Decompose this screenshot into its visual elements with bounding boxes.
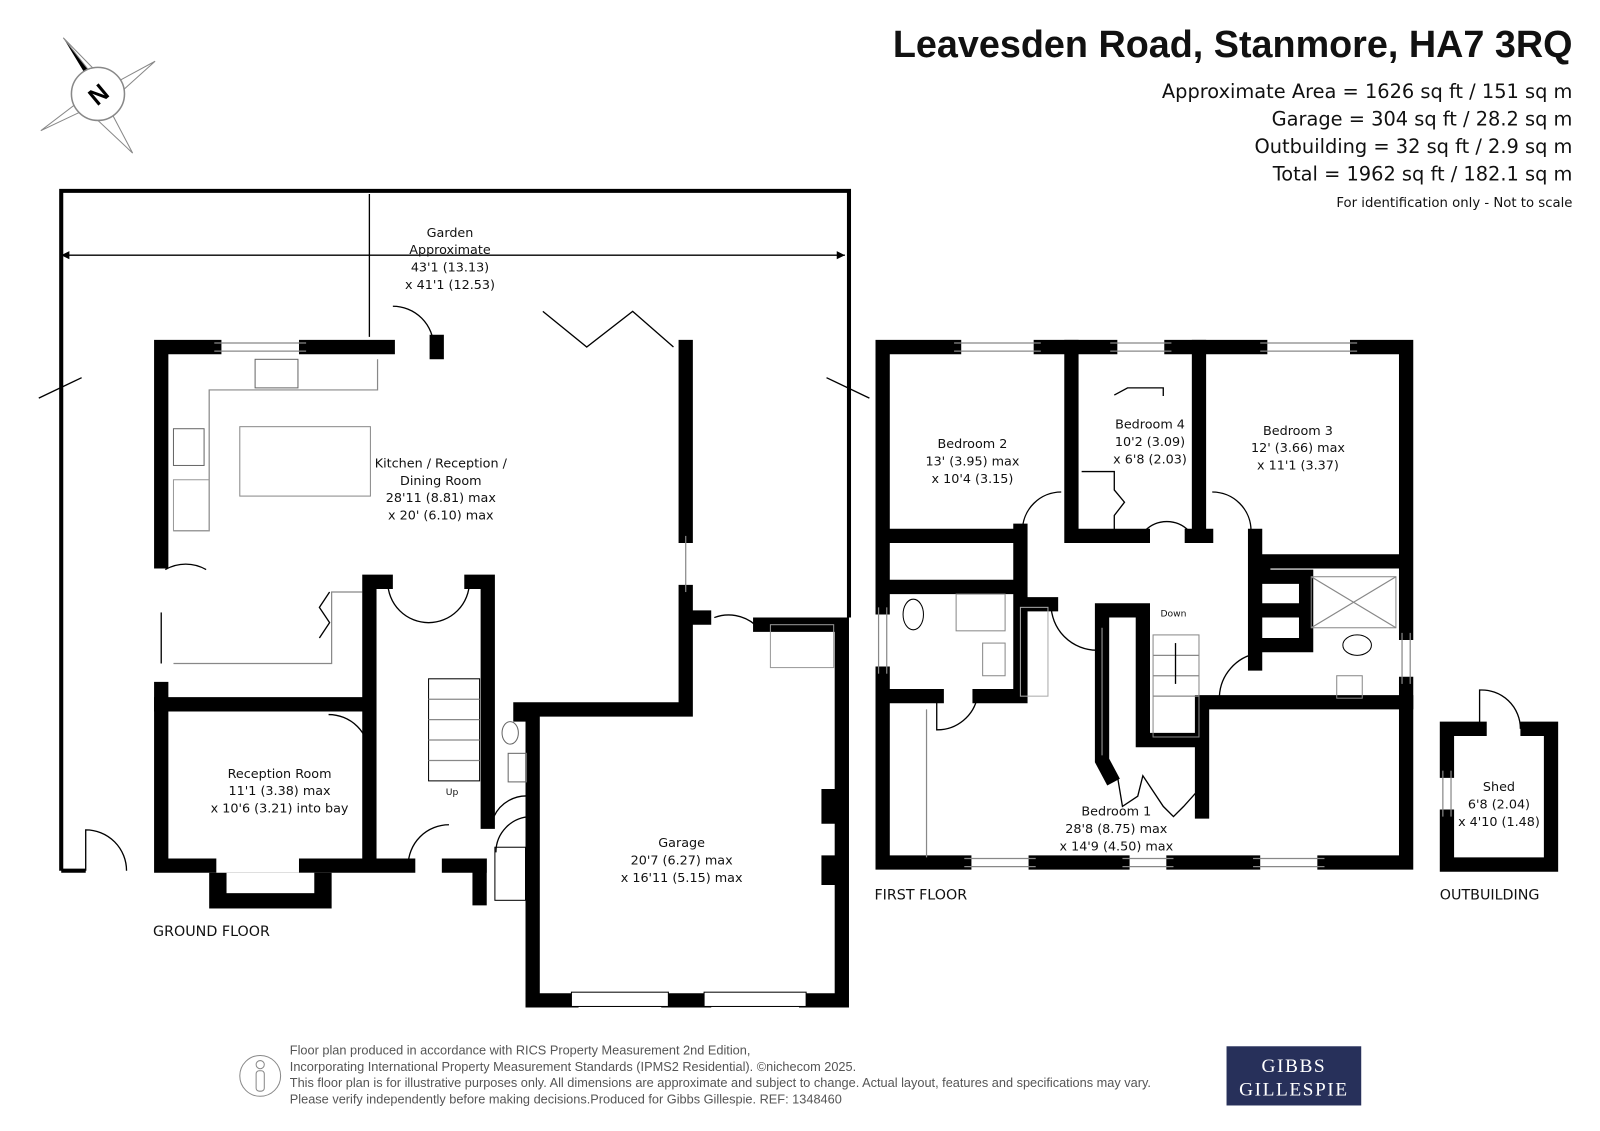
area-outbuilding: Outbuilding = 32 sq ft / 2.9 sq m: [1255, 135, 1573, 158]
garden-size-2: x 41'1 (12.53): [405, 278, 495, 293]
garden-label-2: Approximate: [409, 243, 491, 258]
ground-floor-plan: Up Garden Approximate 43'1 (13.13) x 41'…: [38, 188, 870, 1008]
garage-size-2: x 16'11 (5.15) max: [621, 871, 743, 886]
property-title: Leavesden Road, Stanmore, HA7 3RQ: [893, 24, 1573, 66]
bedroom2-size: 13' (3.95) max: [925, 454, 1019, 469]
scale-note: For identification only - Not to scale: [1336, 196, 1572, 211]
footer-line-3: This floor plan is for illustrative purp…: [290, 1075, 1151, 1090]
bedroom2-size-2: x 10'4 (3.15): [932, 472, 1014, 487]
shed-size-2: x 4'10 (1.48): [1458, 815, 1540, 830]
logo-text-2: GILLESPIE: [1239, 1079, 1349, 1100]
bedroom3-size: 12' (3.66) max: [1251, 441, 1345, 456]
bedroom3-label: Bedroom 3: [1263, 424, 1333, 439]
first-floor-plan: Down Bedroom 2 13' (3.95) max x 10'4 (3.…: [874, 339, 1414, 903]
area-approx: Approximate Area = 1626 sq ft / 151 sq m: [1162, 80, 1573, 103]
stairs-down-label: Down: [1160, 609, 1186, 620]
footer-line-1: Floor plan produced in accordance with R…: [290, 1042, 751, 1057]
garden-size: 43'1 (13.13): [411, 261, 489, 276]
bedroom1-size: 28'8 (8.75) max: [1065, 822, 1167, 837]
kitchen-size-2: x 20' (6.10) max: [388, 509, 494, 524]
footer: Floor plan produced in accordance with R…: [239, 1042, 1362, 1106]
bedroom4-label: Bedroom 4: [1115, 418, 1185, 433]
stairs-up-label: Up: [446, 787, 459, 798]
outbuilding-plan: Shed 6'8 (2.04) x 4'10 (1.48) OUTBUILDIN…: [1440, 689, 1559, 903]
kitchen-label-2: Dining Room: [400, 474, 482, 489]
garden-label: Garden: [427, 226, 474, 241]
compass-icon: N: [40, 37, 156, 154]
bedroom3-size-2: x 11'1 (3.37): [1257, 459, 1339, 474]
gibbs-gillespie-logo: GIBBS GILLESPIE: [1226, 1046, 1362, 1106]
area-garage: Garage = 304 sq ft / 28.2 sq m: [1272, 108, 1573, 131]
reception-label: Reception Room: [228, 767, 332, 782]
garage-size: 20'7 (6.27) max: [631, 854, 733, 869]
kitchen-size: 28'11 (8.81) max: [386, 491, 497, 506]
bedroom4-size-2: x 6'8 (2.03): [1113, 452, 1187, 467]
bedroom1-size-2: x 14'9 (4.50) max: [1060, 839, 1174, 854]
bedroom2-label: Bedroom 2: [938, 437, 1008, 452]
outbuilding-label: OUTBUILDING: [1440, 887, 1540, 903]
kitchen-label: Kitchen / Reception /: [375, 457, 508, 472]
person-scale-icon: [239, 1054, 282, 1097]
reception-size-2: x 10'6 (3.21) into bay: [211, 802, 349, 817]
shed-size: 6'8 (2.04): [1468, 797, 1530, 812]
reception-size: 11'1 (3.38) max: [229, 784, 331, 799]
bedroom1-label: Bedroom 1: [1081, 805, 1151, 820]
garage-label: Garage: [658, 836, 705, 851]
ground-floor-label: GROUND FLOOR: [153, 924, 270, 940]
footer-line-2: Incorporating International Property Mea…: [290, 1059, 856, 1074]
area-total: Total = 1962 sq ft / 182.1 sq m: [1272, 163, 1573, 186]
shed-label: Shed: [1483, 780, 1515, 795]
logo-text-1: GIBBS: [1262, 1056, 1327, 1077]
bedroom4-size: 10'2 (3.09): [1115, 435, 1185, 450]
area-summary: Approximate Area = 1626 sq ft / 151 sq m…: [1162, 80, 1573, 211]
first-floor-label: FIRST FLOOR: [874, 887, 967, 903]
footer-line-4: Please verify independently before makin…: [290, 1091, 842, 1106]
